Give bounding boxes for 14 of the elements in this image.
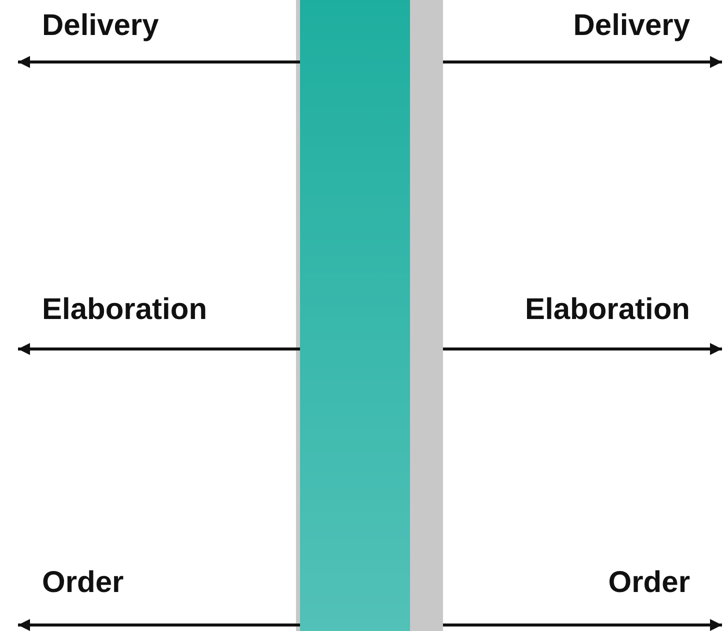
arrow (443, 56, 722, 68)
arrow (18, 343, 300, 355)
arrow (18, 56, 300, 68)
arrow (443, 619, 722, 631)
edge-label: Elaboration (524, 292, 690, 328)
edge-label: Elaboration (42, 292, 208, 328)
edge-label: Delivery (42, 8, 159, 44)
edge-label: Order (608, 565, 690, 601)
vertical-bar (300, 0, 410, 631)
arrow (443, 343, 722, 355)
edge-label: Delivery (573, 8, 690, 44)
edge-label: Order (42, 565, 124, 601)
background-bar (296, 0, 443, 631)
arrow (18, 619, 300, 631)
